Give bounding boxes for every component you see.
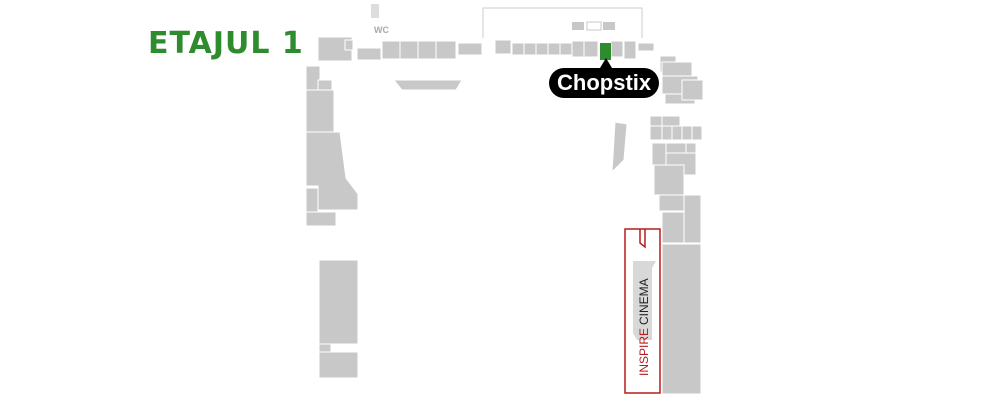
store-unit[interactable] <box>649 115 663 127</box>
store-unit[interactable] <box>571 40 585 58</box>
store-unit[interactable] <box>523 42 537 56</box>
store-unit[interactable] <box>653 164 685 196</box>
store-unit[interactable] <box>658 194 685 212</box>
store-unit[interactable] <box>547 42 561 56</box>
store-unit[interactable] <box>665 142 687 154</box>
store-unit[interactable] <box>305 89 335 133</box>
store-unit[interactable] <box>318 259 359 345</box>
wc-label: WC <box>374 25 389 35</box>
store-unit[interactable] <box>661 115 681 127</box>
cinema-outline <box>624 228 661 394</box>
service-area-outline <box>482 7 643 38</box>
store-unit[interactable] <box>661 243 702 395</box>
cinema-block[interactable]: INSPIRE CINEMA <box>624 228 661 394</box>
cinema-brand: INSPIRE <box>637 328 651 376</box>
store-unit[interactable] <box>494 39 512 55</box>
store-unit[interactable] <box>318 351 359 379</box>
wc-icon <box>371 4 379 18</box>
store-unit[interactable] <box>649 125 663 141</box>
store-unit[interactable] <box>457 42 483 56</box>
service-unit <box>572 22 584 30</box>
store-unit[interactable] <box>392 79 463 91</box>
cinema-sign: INSPIRE CINEMA <box>637 278 651 376</box>
store-unit[interactable] <box>511 42 525 56</box>
store-unit[interactable] <box>535 42 549 56</box>
store-unit[interactable] <box>417 40 437 60</box>
store-unit[interactable] <box>559 42 573 56</box>
store-unit[interactable] <box>683 194 702 244</box>
cinema-word: CINEMA <box>637 278 651 325</box>
chopstix-label[interactable]: Chopstix <box>549 68 660 98</box>
store-label-pointer <box>600 58 612 68</box>
store-unit[interactable] <box>305 187 319 213</box>
store-unit[interactable] <box>623 40 637 60</box>
store-unit[interactable] <box>691 125 703 141</box>
store-unit[interactable] <box>610 40 624 58</box>
store-unit[interactable] <box>344 39 354 51</box>
service-unit <box>586 21 602 31</box>
store-unit[interactable] <box>381 40 401 60</box>
cinema-screen-shape <box>633 261 656 340</box>
store-unit[interactable] <box>583 40 599 58</box>
store-unit[interactable] <box>651 142 667 166</box>
store-unit[interactable] <box>661 61 693 77</box>
store-unit[interactable] <box>435 40 457 60</box>
store-unit[interactable] <box>685 142 697 154</box>
store-units <box>305 36 704 395</box>
store-unit[interactable] <box>671 125 683 141</box>
store-unit[interactable] <box>305 131 359 211</box>
service-unit <box>603 22 615 30</box>
store-unit[interactable] <box>681 125 693 141</box>
store-unit[interactable] <box>637 42 655 52</box>
store-unit[interactable] <box>661 125 673 141</box>
store-unit[interactable] <box>661 211 685 244</box>
floor-title: ETAJUL 1 <box>148 26 304 61</box>
chopstix-store-highlight[interactable] <box>600 43 611 60</box>
store-unit[interactable] <box>399 40 419 60</box>
store-unit[interactable] <box>305 211 337 227</box>
store-unit[interactable] <box>356 47 382 61</box>
store-unit[interactable] <box>611 121 628 174</box>
store-unit[interactable] <box>681 79 704 101</box>
